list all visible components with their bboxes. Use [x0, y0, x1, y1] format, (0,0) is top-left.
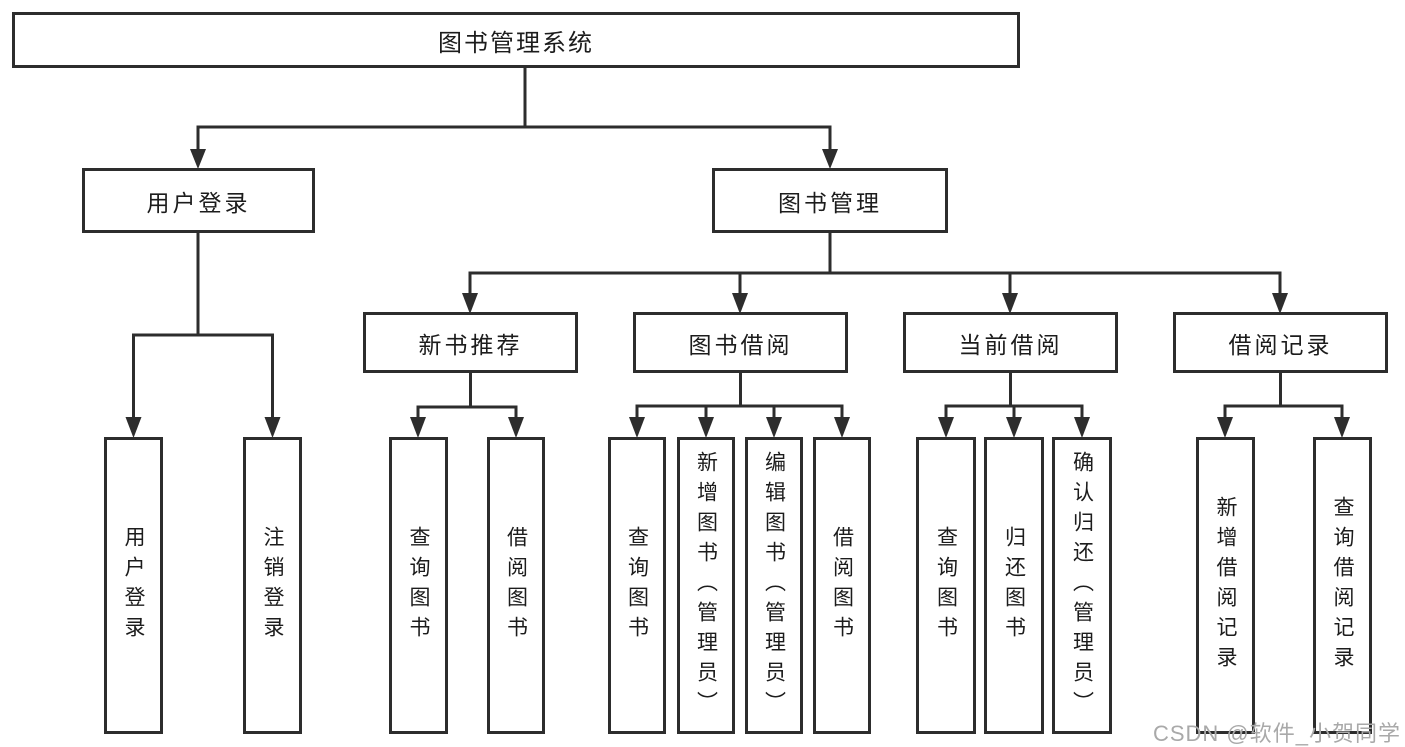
connector-level1-bus	[196, 125, 832, 151]
leaf-borrow-books-recommend: 借阅图书	[487, 437, 545, 734]
arrowhead	[462, 293, 478, 314]
csdn-watermark: CSDN @软件_小贺同学	[1152, 721, 1401, 746]
leaf-query-borrow-record-label: 查询借阅记录	[1331, 495, 1354, 676]
arrowhead	[938, 417, 954, 438]
node-book-management-label: 图书管理	[778, 189, 882, 216]
arrowhead	[410, 417, 426, 438]
leaf-edit-book-admin: 编辑图书（管理员）	[745, 437, 803, 734]
leaf-borrow-books-recommend-label: 借阅图书	[504, 525, 528, 646]
leaf-query-books-current: 查询图书	[916, 437, 976, 734]
leaf-user-login: 用户登录	[104, 437, 163, 734]
node-current-borrow-label: 当前借阅	[958, 331, 1063, 358]
arrowhead	[766, 417, 782, 438]
node-borrow-records-label: 借阅记录	[1228, 331, 1333, 358]
arrowhead	[629, 417, 645, 438]
connector-mgmt-bus	[468, 271, 1282, 295]
leaf-query-books-current-label: 查询图书	[934, 525, 958, 646]
arrowhead	[732, 293, 748, 314]
connector-borrow-bus	[635, 404, 844, 419]
leaf-query-books-borrow: 查询图书	[608, 437, 666, 734]
node-current-borrow: 当前借阅	[903, 312, 1118, 373]
node-borrow-records: 借阅记录	[1173, 312, 1388, 373]
node-user-login: 用户登录	[82, 168, 315, 233]
arrowhead	[125, 417, 142, 438]
arrowheads	[125, 149, 1350, 438]
arrowhead	[1002, 293, 1018, 314]
leaf-query-borrow-record: 查询借阅记录	[1313, 437, 1372, 734]
node-user-login-label: 用户登录	[146, 189, 251, 216]
connector-login-bus	[132, 333, 274, 419]
node-root-label: 图书管理系统	[438, 29, 594, 57]
leaf-logout: 注销登录	[243, 437, 302, 734]
arrowhead	[1334, 417, 1350, 438]
leaf-add-borrow-record: 新增借阅记录	[1196, 437, 1255, 734]
leaf-query-books-recommend-label: 查询图书	[407, 525, 430, 646]
leaf-edit-book-admin-label: 编辑图书（管理员）	[762, 450, 786, 721]
leaf-user-login-label: 用户登录	[122, 525, 145, 646]
leaf-confirm-return-admin-label: 确认归还（管理员）	[1070, 450, 1094, 721]
leaf-confirm-return-admin: 确认归还（管理员）	[1052, 437, 1112, 734]
arrowhead	[1074, 417, 1090, 438]
leaf-return-books: 归还图书	[984, 437, 1044, 734]
arrowhead	[1217, 417, 1233, 438]
connector-records-bus	[1223, 404, 1344, 419]
arrowhead	[1272, 293, 1288, 314]
arrowhead	[190, 149, 206, 169]
node-book-management: 图书管理	[712, 168, 948, 233]
arrowhead	[698, 417, 714, 438]
leaf-return-books-label: 归还图书	[1002, 525, 1026, 646]
leaf-borrow-books: 借阅图书	[813, 437, 871, 734]
node-book-borrow-label: 图书借阅	[688, 331, 793, 358]
arrowhead	[264, 417, 281, 438]
arrowhead	[822, 149, 838, 169]
connector-newbook-bus	[416, 405, 518, 419]
leaf-borrow-books-label: 借阅图书	[830, 525, 854, 646]
arrowhead	[508, 417, 524, 438]
node-new-book-recommend: 新书推荐	[363, 312, 578, 373]
arrowhead	[834, 417, 850, 438]
arrowhead	[1006, 417, 1022, 438]
leaf-add-borrow-record-label: 新增借阅记录	[1214, 495, 1237, 676]
node-root: 图书管理系统	[12, 12, 1020, 68]
leaf-logout-label: 注销登录	[261, 525, 284, 646]
leaf-query-books-recommend: 查询图书	[389, 437, 448, 734]
node-new-book-recommend-label: 新书推荐	[418, 331, 523, 358]
node-book-borrow: 图书借阅	[633, 312, 848, 373]
leaf-add-book-admin-label: 新增图书（管理员）	[694, 450, 718, 721]
leaf-add-book-admin: 新增图书（管理员）	[677, 437, 735, 734]
leaf-query-books-borrow-label: 查询图书	[625, 525, 649, 646]
